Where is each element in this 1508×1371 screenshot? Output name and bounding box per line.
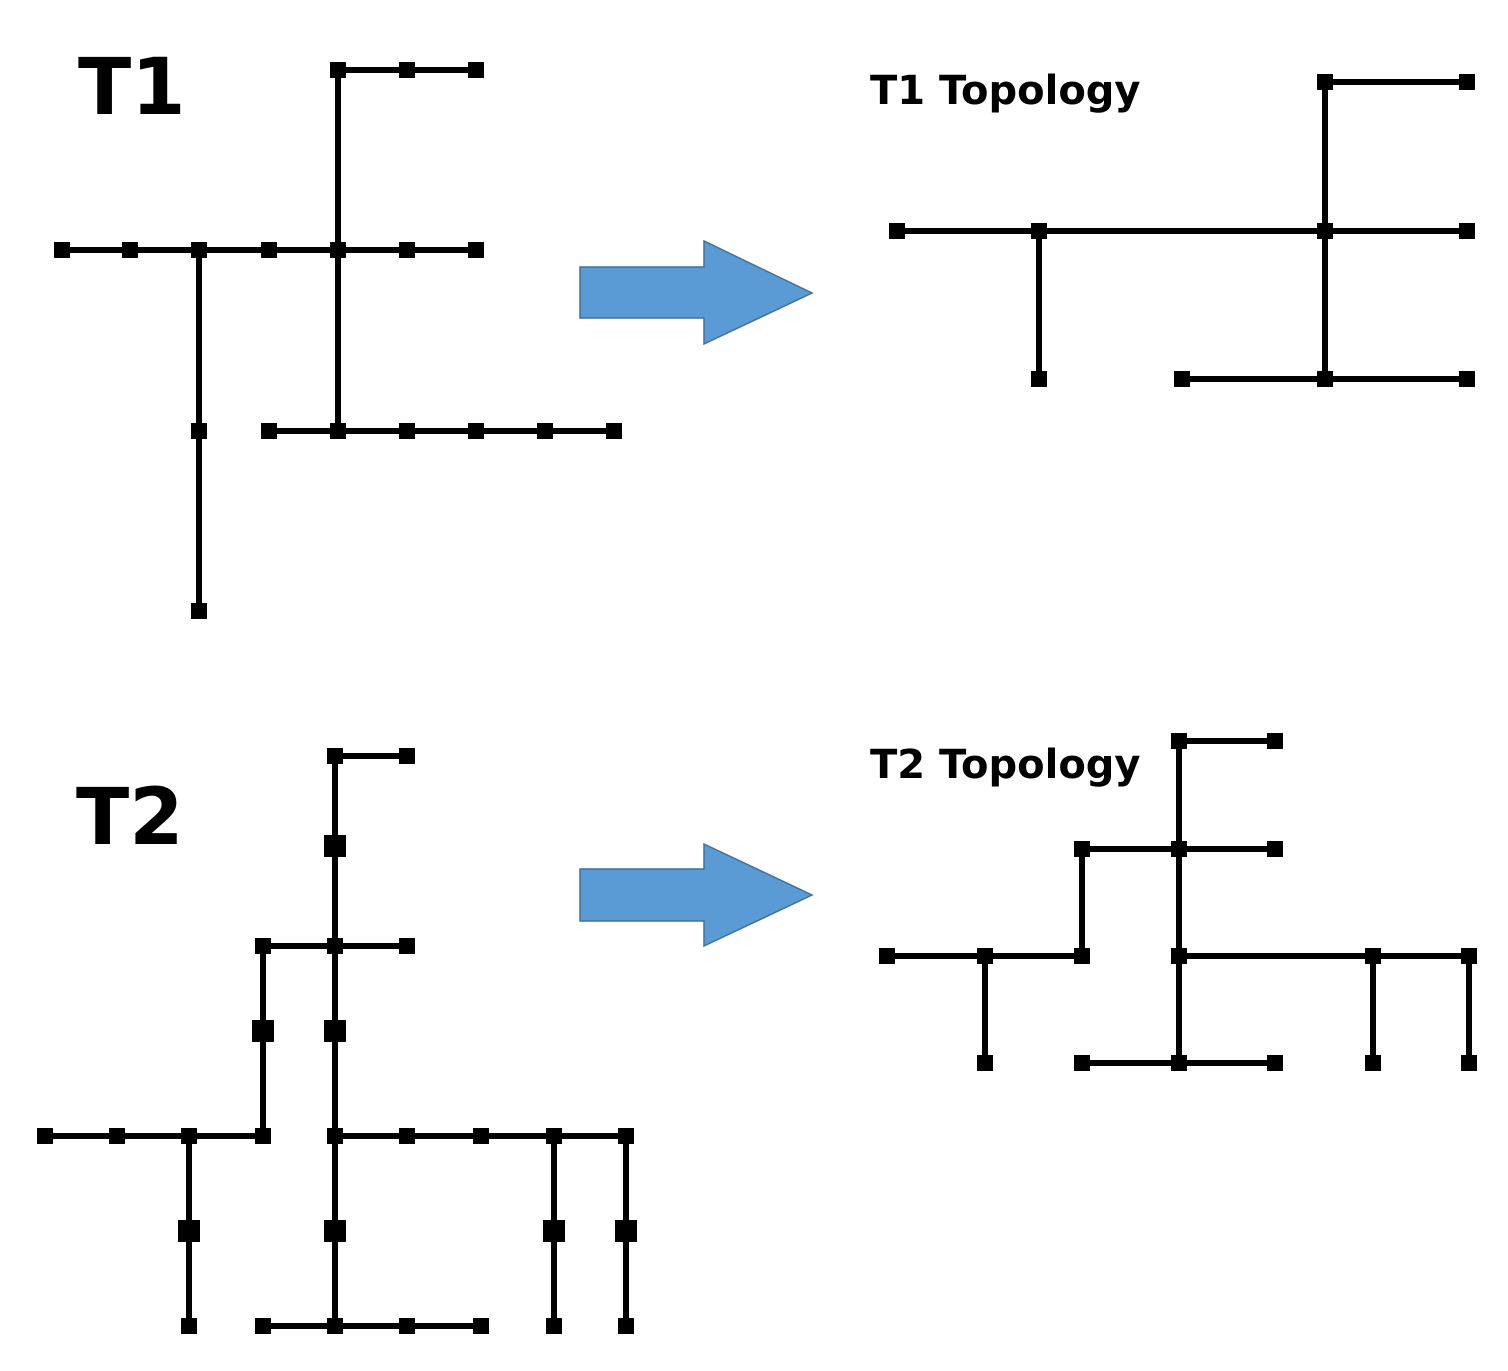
t1-topology-node [889,223,905,239]
t1-node [191,423,207,439]
t1-node [468,242,484,258]
t2-topology-node [977,948,993,964]
t2-node [618,1128,634,1144]
t1-node [191,603,207,619]
t1-label: T1 [78,43,185,133]
t1-topology-node [1459,223,1475,239]
t2-node [327,1128,343,1144]
t1-topology-node [1031,371,1047,387]
t2-topology-node [1171,948,1187,964]
t2-topology-node [1267,841,1283,857]
t2-node [252,1020,274,1042]
t2-node [546,1128,562,1144]
t1-node [261,242,277,258]
t2-node [109,1128,125,1144]
t2-node [327,938,343,954]
t2-node [327,748,343,764]
t1-topology-label: T1 Topology [870,68,1141,114]
t2-node [255,1318,271,1334]
t2-node [399,1128,415,1144]
t2-topology-node [879,948,895,964]
t2-topology-node [1171,733,1187,749]
t2-node [324,1020,346,1042]
t1-node [54,242,70,258]
t2-arrow [579,842,814,948]
t2-topology-node [1074,948,1090,964]
t1-node [399,62,415,78]
t2-topology-node [1267,1055,1283,1071]
t1-node [330,62,346,78]
t2-topology-node [1365,948,1381,964]
t2-topology-node [1171,841,1187,857]
t1-node [399,423,415,439]
t2-topology-node [1267,733,1283,749]
t1-graph [54,62,622,619]
t2-node [178,1220,200,1242]
t1-topology-graph [889,74,1475,387]
t1-node [606,423,622,439]
t1-node [330,242,346,258]
t2-topology-node [1461,948,1477,964]
t2-node [181,1128,197,1144]
t1-topology-node [1317,223,1333,239]
t2-node [473,1128,489,1144]
t1-topology-node [1317,74,1333,90]
t2-topology-graph [879,733,1477,1071]
t1-node [330,423,346,439]
t2-node [327,1318,343,1334]
t1-node [122,242,138,258]
t2-graph [37,748,637,1334]
t2-node [324,1220,346,1242]
t1-topology-node [1459,371,1475,387]
t2-topology-node [1074,1055,1090,1071]
t1-node [468,62,484,78]
t2-topology-node [1074,841,1090,857]
t2-node [399,938,415,954]
t2-node [473,1318,489,1334]
t2-topology-node [1461,1055,1477,1071]
t2-node [255,938,271,954]
t2-topology-node [977,1055,993,1071]
t1-node [537,423,553,439]
t1-arrow [579,239,814,346]
t2-node [618,1318,634,1334]
t2-topology-node [1171,1055,1187,1071]
t2-node [543,1220,565,1242]
t1-topology-node [1459,74,1475,90]
t1-topology-node [1317,371,1333,387]
t1-node [261,423,277,439]
t1-node [191,242,207,258]
t1-node [468,423,484,439]
t2-node [399,1318,415,1334]
t2-label: T2 [76,773,183,863]
t1-topology-node [1031,223,1047,239]
t2-node [615,1220,637,1242]
t2-node [399,748,415,764]
t2-node [37,1128,53,1144]
t1-topology-node [1174,371,1190,387]
t2-node [255,1128,271,1144]
t2-topology-label: T2 Topology [870,742,1141,788]
t2-node [546,1318,562,1334]
t1-node [399,242,415,258]
t2-topology-node [1365,1055,1381,1071]
t2-node [324,835,346,857]
t2-node [181,1318,197,1334]
